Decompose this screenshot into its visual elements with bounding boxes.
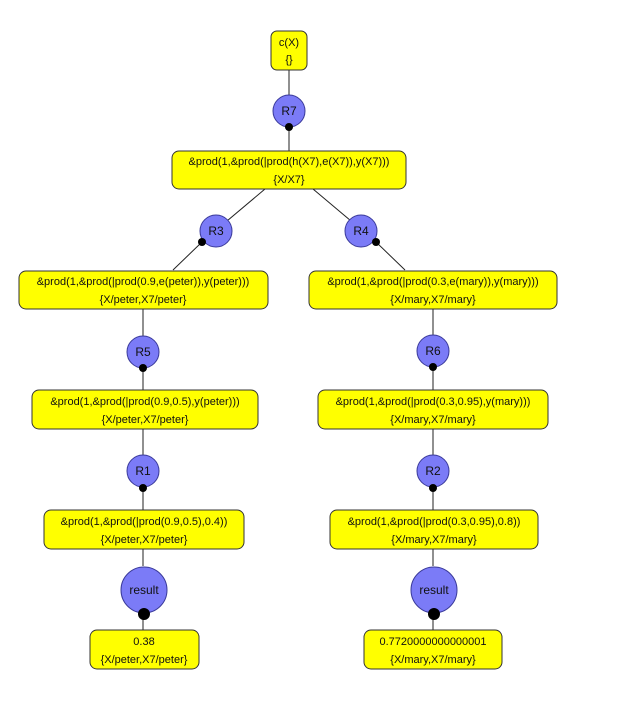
rule-r4[interactable]: R4 (344, 214, 380, 248)
rule-r1-port (139, 484, 147, 492)
node-right-1-subst: {X/mary,X7/mary} (390, 294, 476, 306)
node-right-1[interactable]: &prod(1,&prod(|prod(0.3,e(mary)),y(mary)… (308, 270, 558, 310)
node-left-1[interactable]: &prod(1,&prod(|prod(0.9,e(peter)),y(pete… (18, 270, 269, 310)
node-root-term: c(X) (279, 37, 299, 49)
rule-r2-label: R2 (425, 464, 441, 478)
node-left-2-term: &prod(1,&prod(|prod(0.9,0.5),y(peter))) (50, 396, 239, 408)
rule-r5-port (139, 364, 147, 372)
node-top-subst: {X/X7} (273, 174, 305, 186)
node-right-1-term: &prod(1,&prod(|prod(0.3,e(mary)),y(mary)… (327, 276, 538, 288)
node-left-3-subst: {X/peter,X7/peter} (101, 534, 188, 546)
rule-r5-label: R5 (135, 345, 151, 359)
rule-result-left-port (138, 608, 150, 620)
node-result-left-value: 0.38 (133, 636, 154, 648)
rule-r3-label: R3 (208, 224, 224, 238)
node-left-2-subst: {X/peter,X7/peter} (102, 414, 189, 426)
rule-result-right-port (428, 608, 440, 620)
node-right-3-term: &prod(1,&prod(|prod(0.3,0.95),0.8)) (348, 516, 521, 528)
rule-r1[interactable]: R1 (126, 454, 160, 492)
node-right-2[interactable]: &prod(1,&prod(|prod(0.3,0.95),y(mary))) … (317, 389, 549, 430)
node-result-right-subst: {X/mary,X7/mary} (390, 654, 476, 666)
node-right-3[interactable]: &prod(1,&prod(|prod(0.3,0.95),0.8)) {X/m… (329, 509, 539, 550)
node-right-2-subst: {X/mary,X7/mary} (390, 414, 476, 426)
node-left-1-term: &prod(1,&prod(|prod(0.9,e(peter)),y(pete… (37, 276, 250, 288)
node-result-left[interactable]: 0.38 {X/peter,X7/peter} (89, 629, 200, 670)
rule-r2[interactable]: R2 (416, 454, 450, 492)
rule-r6[interactable]: R6 (416, 334, 450, 371)
rule-result-left[interactable]: result (120, 566, 168, 620)
rule-r7-label: R7 (281, 104, 297, 118)
edge-r3-nl1 (172, 241, 203, 271)
node-right-2-term: &prod(1,&prod(|prod(0.3,0.95),y(mary))) (336, 396, 531, 408)
node-left-1-subst: {X/peter,X7/peter} (100, 294, 187, 306)
rule-r7[interactable]: R7 (272, 94, 306, 131)
rule-r3[interactable]: R3 (198, 214, 233, 248)
node-top[interactable]: &prod(1,&prod(|prod(h(X7),e(X7)),y(X7)))… (171, 150, 407, 190)
node-result-left-subst: {X/peter,X7/peter} (101, 654, 188, 666)
rule-r6-label: R6 (425, 344, 441, 358)
node-left-3-term: &prod(1,&prod(|prod(0.9,0.5),0.4)) (61, 516, 228, 528)
edge-r4-nr1 (375, 241, 406, 271)
rule-r4-port (372, 238, 380, 246)
node-top-term: &prod(1,&prod(|prod(h(X7),e(X7)),y(X7))) (189, 156, 390, 168)
rule-r4-label: R4 (353, 224, 369, 238)
rule-r3-port (198, 238, 206, 246)
rule-r2-port (429, 484, 437, 492)
node-left-3[interactable]: &prod(1,&prod(|prod(0.9,0.5),0.4)) {X/pe… (43, 509, 245, 550)
rule-r7-port (285, 123, 293, 131)
node-root-subst: {} (285, 54, 293, 66)
rule-r1-label: R1 (135, 464, 151, 478)
rule-result-left-label: result (129, 583, 159, 597)
rule-result-right[interactable]: result (410, 566, 458, 620)
node-result-right[interactable]: 0.7720000000000001 {X/mary,X7/mary} (363, 629, 503, 670)
node-left-2[interactable]: &prod(1,&prod(|prod(0.9,0.5),y(peter))) … (31, 389, 259, 430)
rule-r6-port (429, 363, 437, 371)
rule-r5[interactable]: R5 (126, 335, 160, 372)
node-root[interactable]: c(X) {} (270, 30, 308, 71)
node-result-right-value: 0.7720000000000001 (379, 636, 486, 648)
rule-result-right-label: result (419, 583, 449, 597)
node-right-3-subst: {X/mary,X7/mary} (391, 534, 477, 546)
